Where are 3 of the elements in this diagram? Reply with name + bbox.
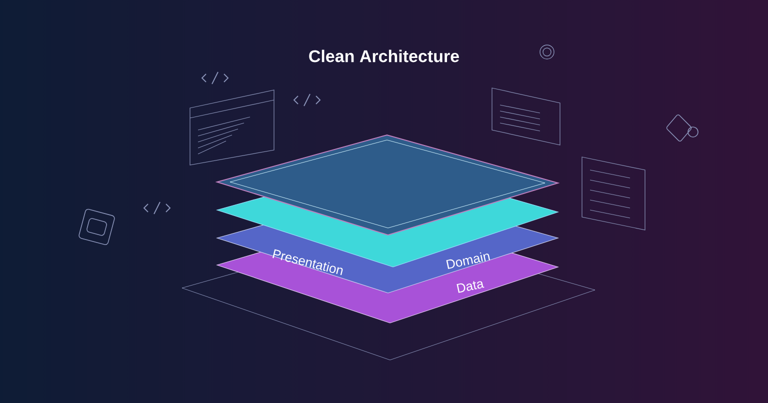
title: Clean Architecture xyxy=(309,50,459,62)
layer-label: Domain xyxy=(446,252,490,269)
layer-label: Data xyxy=(456,281,484,293)
